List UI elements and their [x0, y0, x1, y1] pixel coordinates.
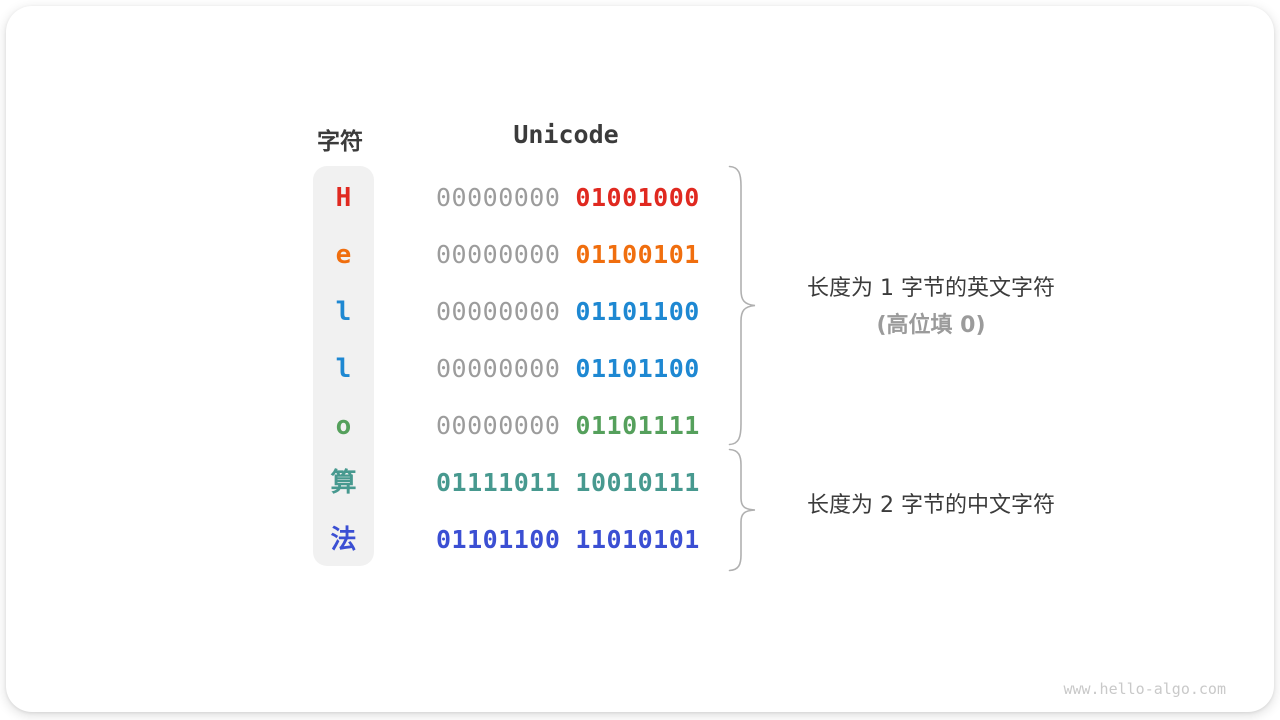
annotation-english-line1: 长度为 1 字节的英文字符: [807, 276, 1055, 301]
byte2: 11010101: [575, 525, 700, 554]
byte1: 00000000: [436, 411, 561, 440]
diagram-card: 字符 Unicode H 00000000 01001000 e 00000000…: [6, 6, 1274, 712]
watermark-url: www.hello-algo.com: [1063, 680, 1226, 698]
unicode-value: 01111011 10010111: [436, 455, 700, 511]
table-row: l 00000000 01101100: [6, 284, 1280, 340]
byte2: 01101111: [575, 411, 700, 440]
byte1: 00000000: [436, 354, 561, 383]
char-column-pill: [313, 166, 374, 566]
annotation-english-group: 长度为 1 字节的英文字符 (高位填 0): [756, 270, 1106, 344]
byte1: 00000000: [436, 183, 561, 212]
byte1: 01111011: [436, 468, 561, 497]
unicode-value: 00000000 01101111: [436, 398, 700, 454]
char-cell: l: [335, 297, 352, 327]
table-row: H 00000000 01001000: [6, 170, 1280, 226]
byte2: 01101100: [575, 297, 700, 326]
byte1: 00000000: [436, 240, 561, 269]
byte2: 01001000: [575, 183, 700, 212]
byte2: 10010111: [575, 468, 700, 497]
char-cell: 算: [330, 468, 357, 498]
unicode-value: 00000000 01001000: [436, 170, 700, 226]
brace-english-group: [728, 165, 756, 446]
unicode-column-header: Unicode: [513, 120, 619, 149]
char-cell: o: [335, 411, 352, 441]
char-cell: e: [335, 240, 352, 270]
table-row: 算 01111011 10010111: [6, 455, 1280, 511]
table-row: o 00000000 01101111: [6, 398, 1280, 454]
char-cell: H: [335, 183, 352, 213]
table-row: l 00000000 01101100: [6, 341, 1280, 397]
annotation-chinese-group: 长度为 2 字节的中文字符: [807, 493, 1055, 518]
unicode-value: 00000000 01101100: [436, 341, 700, 397]
byte1: 01101100: [436, 525, 561, 554]
char-cell: 法: [330, 525, 357, 555]
byte1: 00000000: [436, 297, 561, 326]
table-row: e 00000000 01100101: [6, 227, 1280, 283]
brace-chinese-group: [728, 448, 756, 572]
byte2: 01100101: [575, 240, 700, 269]
unicode-value: 00000000 01100101: [436, 227, 700, 283]
byte2: 01101100: [575, 354, 700, 383]
table-row: 法 01101100 11010101: [6, 512, 1280, 568]
unicode-value: 01101100 11010101: [436, 512, 700, 568]
unicode-value: 00000000 01101100: [436, 284, 700, 340]
annotation-english-line2: (高位填 0): [876, 313, 986, 338]
char-column-header: 字符: [317, 129, 363, 155]
char-cell: l: [335, 354, 352, 384]
